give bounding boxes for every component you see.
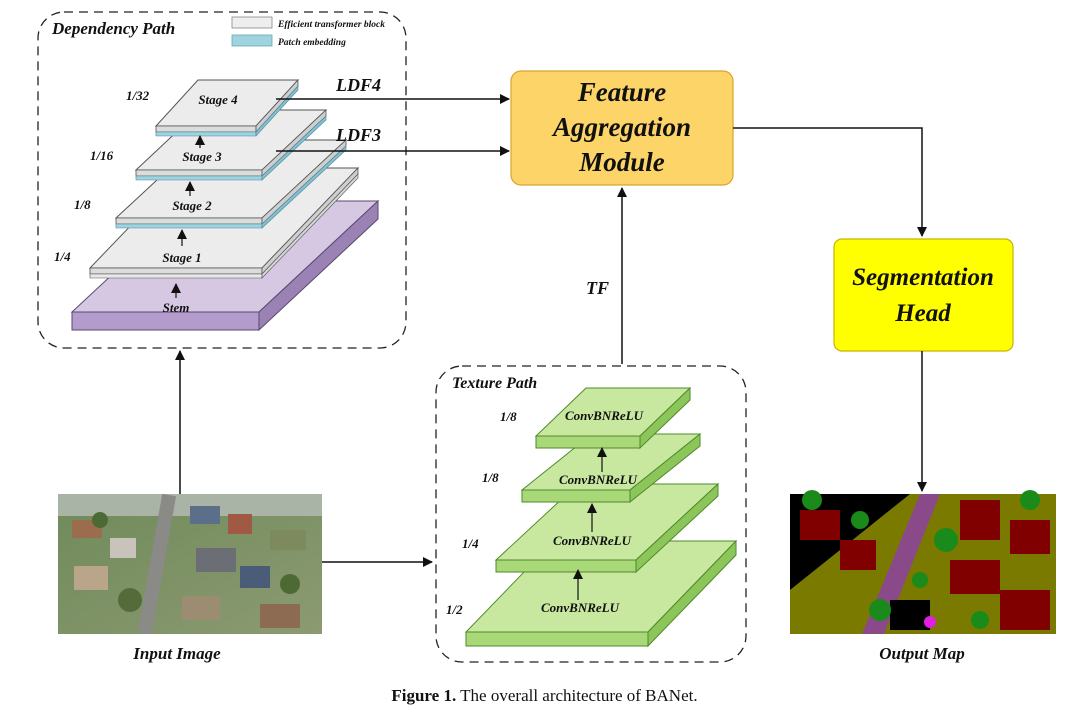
legend-transformer-label: Efficient transformer block [277,20,385,30]
conv-block-2-scale: 1/4 [462,536,479,551]
ldf4-label: LDF4 [335,75,381,95]
conv-block-1-label: ConvBNReLU [541,600,620,615]
legend-patch-swatch [231,34,273,47]
dependency-path-box [37,11,407,349]
stage-4-scale: 1/32 [126,88,150,103]
stage-2-label: Stage 2 [172,198,212,213]
output-map-label: Output Map [879,644,965,663]
conv-block-4-label: ConvBNReLU [565,408,644,423]
fam-line1: Feature [577,77,667,107]
legend-transformer-swatch [231,16,273,29]
conv-block-2-label: ConvBNReLU [553,533,632,548]
fam-to-head-arrow [733,127,927,237]
tf-label: TF [586,278,609,298]
seg-head-line1: Segmentation [852,264,994,291]
stage-3-scale: 1/16 [90,148,114,163]
input-image-label: Input Image [132,644,221,663]
seg-head-line2: Head [894,300,951,327]
caption-prefix: Figure 1. [391,686,457,705]
caption-text: The overall architecture of BANet. [456,686,698,705]
fam-line3: Module [578,147,665,177]
stem-label: Stem [163,300,190,315]
stage-3-label: Stage 3 [182,149,222,164]
stage-3-slab [134,109,328,181]
legend-patch-label: Patch embedding [278,38,346,48]
conv-block-4 [534,386,692,450]
conv-block-4-scale: 1/8 [500,409,517,424]
conv-block-3-scale: 1/8 [482,470,499,485]
texture-path-title: Texture Path [452,375,537,392]
figure-caption: Figure 1. The overall architecture of BA… [0,686,1089,706]
segmentation-head [833,238,1014,352]
input-image [58,493,322,635]
stage-1-scale: 1/4 [54,249,71,264]
stage-1-label: Stage 1 [162,250,201,265]
ldf3-label: LDF3 [335,125,381,145]
dependency-path-title: Dependency Path [51,19,175,38]
texture-path-box [435,365,747,663]
conv-block-1-scale: 1/2 [446,602,463,617]
conv-block-3 [520,432,702,504]
stage-2-scale: 1/8 [74,197,91,212]
stage-4-label: Stage 4 [198,92,238,107]
output-map [790,490,1056,634]
conv-block-2 [494,482,720,574]
fam-line2: Aggregation [551,112,691,142]
conv-block-3-label: ConvBNReLU [559,472,638,487]
